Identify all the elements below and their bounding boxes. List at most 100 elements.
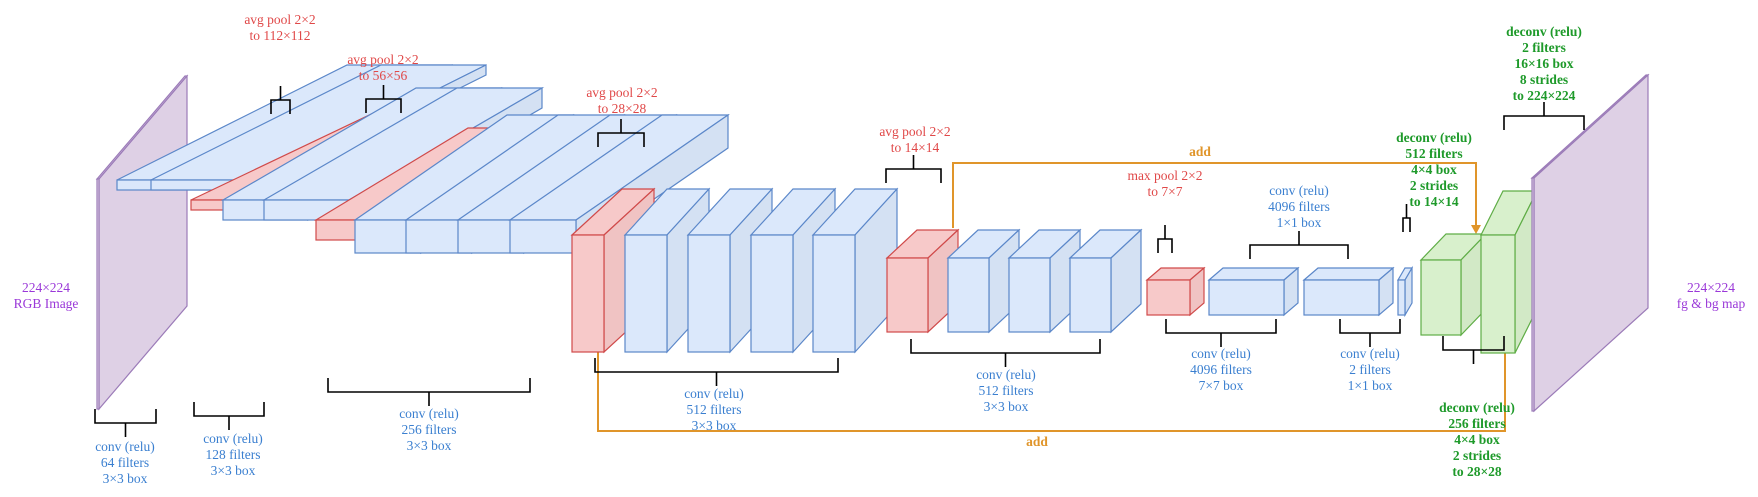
add-line-bottom: [597, 348, 1506, 432]
fc7-layer-top-face: [1302, 267, 1395, 281]
output-plane-front-face: [1531, 177, 1535, 412]
pool3-layer-front-face: [571, 234, 605, 353]
conv3-label-line-1: conv (relu): [399, 406, 459, 421]
fc6-label-line-3: 7×7 box: [1199, 378, 1244, 393]
fc7-bracket: [1249, 231, 1349, 259]
pool2-label-line-1: avg pool 2×2: [347, 52, 418, 67]
conv2-label-line-3: 3×3 box: [211, 463, 256, 478]
conv3-label-line-3: 3×3 box: [407, 438, 452, 453]
fc8-label-line-1: conv (relu): [1340, 346, 1400, 361]
layer-brackets: [94, 85, 1585, 437]
conv3-layer-d-front-face: [509, 219, 577, 254]
layer-blocks: [95, 64, 1650, 413]
conv5-layer-a: [946, 228, 1021, 334]
deconv3-label-line-5: to 224×224: [1513, 88, 1576, 103]
add-label-top: add: [1189, 144, 1211, 159]
conv5-bracket: [910, 339, 1101, 367]
fc7-label-line-1: conv (relu): [1269, 183, 1329, 198]
pool1-bracket: [270, 86, 291, 114]
conv3-bracket: [327, 378, 531, 406]
conv4-layer-c-front-face: [750, 234, 794, 353]
deconv2-label-line-4: 2 strides: [1453, 448, 1501, 463]
deconv2-layer: [1480, 190, 1538, 354]
add-arrow-top: [1471, 225, 1481, 234]
pool4-label-line-1: avg pool 2×2: [879, 124, 950, 139]
deconv3-label-line-1: deconv (relu): [1506, 24, 1582, 39]
deconv1-label-line-3: 4×4 box: [1411, 162, 1457, 177]
conv2-label-line-2: 128 filters: [205, 447, 260, 462]
pool5-label-line-1: max pool 2×2: [1127, 168, 1202, 183]
fc8-bracket: [1339, 319, 1401, 347]
output-label-line-2: fg & bg map: [1677, 296, 1746, 311]
output-label-line-1: 224×224: [1687, 280, 1735, 295]
fc7-layer-front-face: [1303, 279, 1380, 316]
conv1-bracket: [94, 409, 157, 437]
fc6-label-line-2: 4096 filters: [1190, 362, 1252, 377]
conv5-layer-a-front-face: [947, 257, 990, 333]
conv5-layer-b-front-face: [1008, 257, 1051, 333]
conv4-label-line-2: 512 filters: [686, 402, 741, 417]
fc6-layer: [1207, 266, 1300, 317]
pool1-label-line-2: to 112×112: [250, 28, 311, 43]
conv4-layer-d-front-face: [812, 234, 856, 353]
fc6-bracket: [1165, 319, 1277, 347]
fc8-layer: [1396, 265, 1414, 318]
fc6-layer-front-face: [1208, 279, 1285, 316]
deconv2-label-line-2: 256 filters: [1448, 416, 1505, 431]
deconv2-label-line-5: to 28×28: [1452, 464, 1502, 479]
pool2-bracket: [365, 85, 402, 113]
conv1-label-line-1: conv (relu): [95, 439, 155, 454]
fc8-label-line-3: 1×1 box: [1348, 378, 1393, 393]
deconv1-label-line-2: 512 filters: [1405, 146, 1462, 161]
deconv2-layer-front-face: [1480, 234, 1516, 354]
deconv1-label-line-4: 2 strides: [1410, 178, 1458, 193]
pool5-layer: [1145, 266, 1206, 317]
conv1-label-line-2: 64 filters: [101, 455, 149, 470]
deconv1-bracket: [1402, 204, 1411, 232]
conv2-label-line-1: conv (relu): [203, 431, 263, 446]
deconv1-layer: [1419, 232, 1488, 337]
pool1-label-line-1: avg pool 2×2: [244, 12, 315, 27]
input-image-plane-front-face: [96, 178, 100, 410]
add-label-top-line-1: add: [1189, 144, 1211, 159]
conv2-bracket: [193, 402, 265, 430]
add-label-bottom-line-1: add: [1026, 434, 1048, 449]
pool2-label-line-2: to 56×56: [359, 68, 408, 83]
pool4-layer: [885, 228, 960, 334]
conv5-label-line-3: 3×3 box: [984, 399, 1029, 414]
pool4-layer-front-face: [886, 257, 929, 333]
input-label-line-2: RGB Image: [14, 296, 79, 311]
deconv1-label-line-1: deconv (relu): [1396, 130, 1472, 145]
conv4-label-line-3: 3×3 box: [692, 418, 737, 433]
conv4-bracket: [594, 358, 839, 386]
pool3-label-line-2: to 28×28: [598, 101, 647, 116]
conv4-label-line-1: conv (relu): [684, 386, 744, 401]
conv5-layer-b: [1007, 228, 1082, 334]
fc6-layer-top-face: [1207, 267, 1300, 281]
fc6-label-line-1: conv (relu): [1191, 346, 1251, 361]
input-image-plane: [95, 74, 189, 411]
pool5-layer-front-face: [1146, 279, 1191, 316]
pool3-label-line-1: avg pool 2×2: [586, 85, 657, 100]
conv5-layer-c-front-face: [1069, 257, 1112, 333]
conv5-layer-c: [1068, 228, 1143, 334]
deconv2-label-line-3: 4×4 box: [1454, 432, 1500, 447]
fc7-label-line-3: 1×1 box: [1277, 215, 1322, 230]
pool5-label-line-2: to 7×7: [1148, 184, 1183, 199]
pool5-bracket: [1157, 225, 1173, 253]
deconv2-label-line-1: deconv (relu): [1439, 400, 1515, 415]
add-label-bottom: add: [1026, 434, 1048, 449]
